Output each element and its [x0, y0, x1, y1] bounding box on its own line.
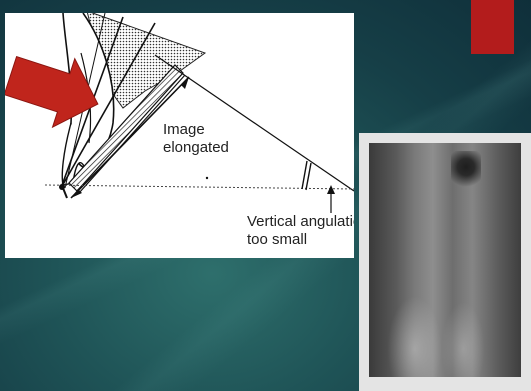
baseline [45, 185, 354, 189]
angle-pointer-head [327, 185, 335, 194]
xray-dark-spot [451, 151, 481, 191]
angulation-diagram: Image elongated Vertical angulation too … [5, 13, 354, 258]
focal-tick [63, 188, 67, 198]
stray-dot [206, 177, 208, 179]
image-elongated-label: Image elongated [163, 121, 229, 157]
vertical-angulation-label: Vertical angulation too small [247, 213, 354, 249]
angle-marker-2 [306, 163, 311, 190]
red-accent-tab [471, 0, 514, 54]
xray-radiograph [359, 133, 531, 391]
angle-marker-1 [302, 161, 307, 189]
xray-film [369, 143, 521, 377]
